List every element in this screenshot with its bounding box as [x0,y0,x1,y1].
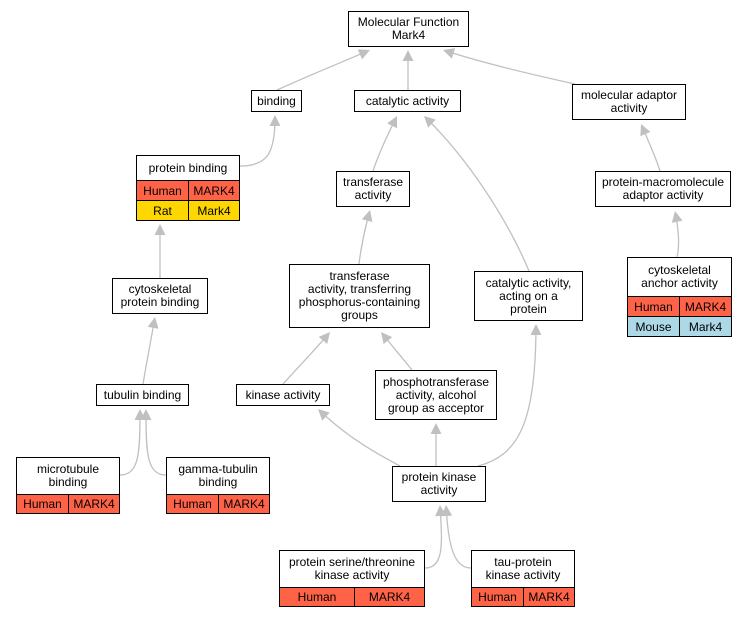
transferase-to-catalytic-edge [372,115,398,172]
cat-protein-to-catalytic-arrowhead [424,116,436,128]
gene-cell[interactable]: MARK4 [188,181,239,200]
go-term-node[interactable]: protein serine/threonine kinase activity… [279,550,425,607]
species-cell: Human [173,497,212,511]
protein-binding-to-binding-edge [239,114,276,167]
kinase-to-transf-phos-arrowhead [318,332,330,344]
transferase-to-catalytic-arrowhead [387,116,398,129]
go-term-label: protein-macromolecule adaptor activity [601,175,725,202]
go-term-label: cytoskeletal anchor activity [641,263,718,290]
go-term-node[interactable]: phosphotransferase activity, alcohol gro… [375,370,497,420]
go-term-node[interactable]: protein-macromolecule adaptor activity [595,171,731,207]
go-term-node[interactable]: kinase activity [236,384,330,406]
gamma-to-tubulin-arrowhead [140,409,152,421]
gene-cell[interactable]: Mark4 [679,317,731,336]
go-term-node[interactable]: transferase activity, transferring phosp… [289,264,430,328]
go-term-label: catalytic activity, acting on a protein [485,275,572,316]
cat-protein-to-catalytic-edge [423,115,530,272]
go-term-node[interactable]: catalytic activity, acting on a protein [474,271,583,321]
go-term-label: protein serine/threonine kinase activity [288,555,416,582]
gene-cell[interactable]: MARK4 [218,495,269,513]
go-term-label: cytoskeletal protein binding [120,282,200,309]
gene-cell[interactable]: MARK4 [68,495,119,513]
annotation-row: Human MARK4 [628,296,731,316]
cyto-anchor-to-pm-adaptor-edge [674,210,680,258]
phosphotrans-to-transf-phos-arrowhead [381,332,393,345]
go-term-node[interactable]: catalytic activity [354,90,461,112]
transf-phos-to-transferase-edge [358,209,371,265]
go-term-label: protein binding [148,160,228,175]
go-term-label: phosphotransferase activity, alcohol gro… [382,374,490,415]
annotation-row: Rat Mark4 [137,200,239,220]
tubulin-to-cyto-binding-edge [142,316,156,385]
gene-cell[interactable]: MARK4 [679,297,731,316]
gene-cell[interactable]: MARK4 [523,588,574,606]
tubulin-to-cyto-binding-arrowhead [147,317,159,329]
go-term-node[interactable]: binding [251,90,302,112]
binding-to-root-edge [276,49,371,91]
tau-to-pk-arrowhead [441,505,453,517]
species-cell: Mouse [635,319,672,334]
pk-to-cat-protein-arrowhead [530,324,542,336]
kinase-to-transf-phos-edge [282,331,331,385]
go-term-node[interactable]: protein kinase activity [392,466,486,502]
pk-to-kinase-arrowhead [318,409,330,421]
go-term-label: molecular adaptor activity [580,88,678,115]
species-cell: Human [23,497,62,511]
annotation-row: Human MARK4 [167,494,269,513]
species-cell: Human [143,183,182,198]
go-term-label: binding [257,93,296,108]
annotation-row: Human MARK4 [280,587,424,606]
pk-to-phosphotrans-arrowhead [430,423,442,434]
annotation-row: Mouse Mark4 [628,316,731,336]
cyto-binding-to-protein-binding-arrowhead [154,224,166,235]
species-cell: Human [634,299,673,314]
go-term-label: microtubule binding [36,462,100,489]
go-term-label: Molecular Function Mark4 [357,15,460,42]
transf-phos-to-transferase-arrowhead [361,210,373,223]
go-term-label: kinase activity [245,387,321,402]
annotation-row: Human MARK4 [17,494,119,513]
go-term-node[interactable]: Molecular Function Mark4 [348,11,469,47]
binding-to-root-arrowhead [357,49,370,60]
go-term-node[interactable]: tubulin binding [96,384,189,406]
species-cell: Human [297,590,337,604]
microtubule-to-tubulin-edge [119,408,141,476]
gamma-to-tubulin-edge [145,408,167,476]
pk-to-cat-protein-edge [477,323,537,467]
annotation-row: Human MARK4 [472,587,574,606]
species-cell: Human [478,590,517,604]
annotation-row: Human MARK4 [137,180,239,200]
gene-cell[interactable]: MARK4 [354,588,424,606]
pm-adaptor-to-adaptor-edge [640,123,661,172]
go-term-node[interactable]: cytoskeletal protein binding [112,278,208,314]
go-term-label: transferase activity [342,175,404,202]
pk-to-kinase-edge [317,408,401,467]
species-cell: Rat [153,203,172,218]
go-term-label: tubulin binding [103,387,182,402]
adaptor-to-root-edge [442,49,576,85]
adaptor-to-root-arrowhead [443,48,456,59]
catalytic-to-root-arrowhead [402,50,414,61]
pm-adaptor-to-adaptor-arrowhead [640,124,651,137]
cyto-anchor-to-pm-adaptor-arrowhead [671,211,683,223]
go-term-label: tau-protein kinase activity [485,555,561,582]
go-term-label: gamma-tubulin binding [178,462,258,489]
protein-binding-to-binding-arrowhead [269,115,281,127]
phosphotrans-to-transf-phos-edge [380,331,413,371]
go-term-label: protein kinase activity [401,470,477,497]
go-term-node[interactable]: transferase activity [336,171,410,207]
go-term-node[interactable]: molecular adaptor activity [572,84,686,120]
go-term-label: catalytic activity [365,93,450,108]
gene-cell[interactable]: Mark4 [188,201,239,220]
go-term-label: transferase activity, transferring phosp… [298,269,421,322]
